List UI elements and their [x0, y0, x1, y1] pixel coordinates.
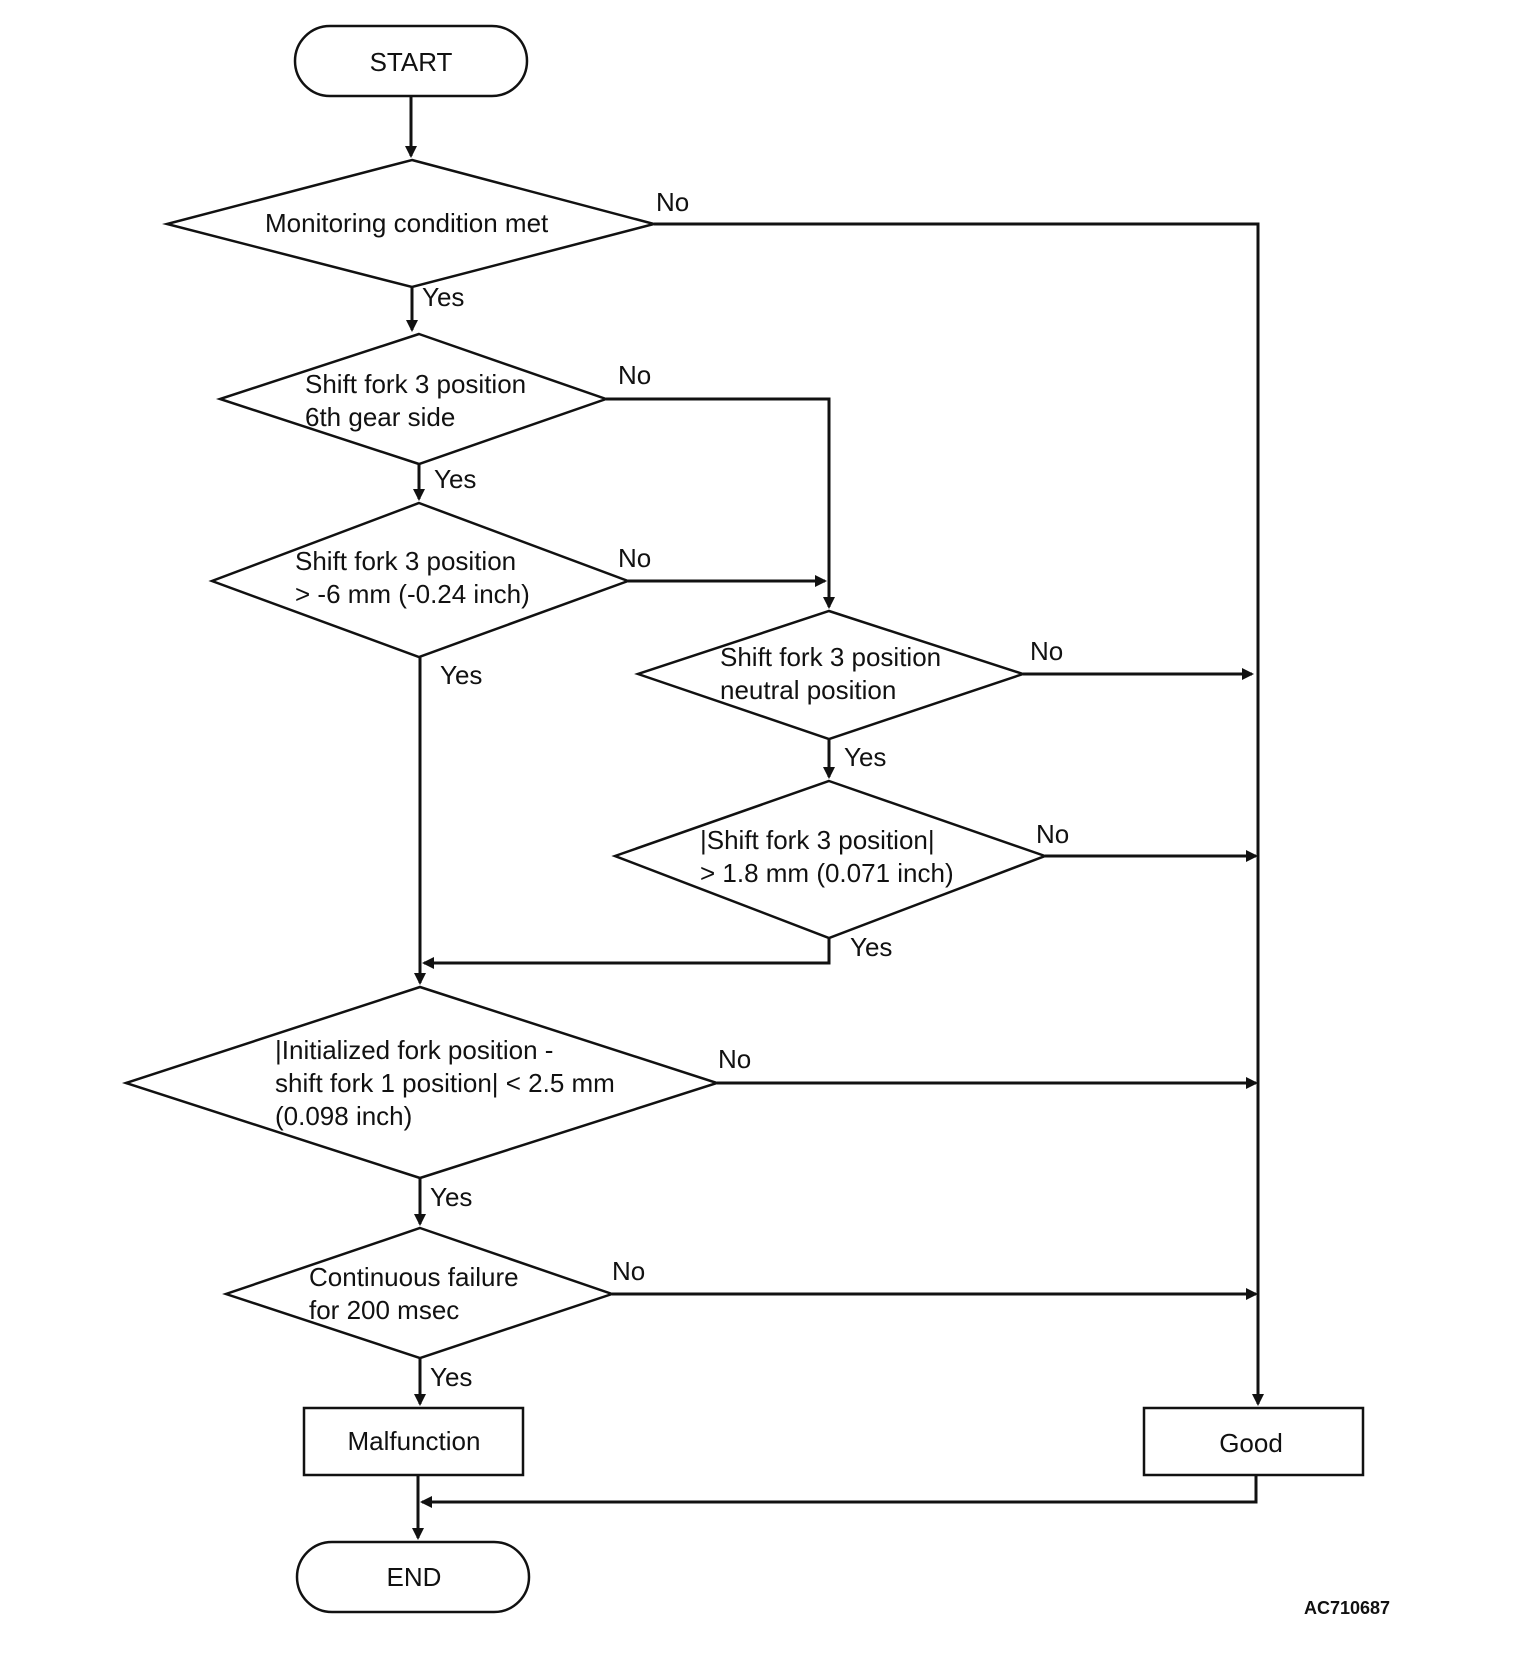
decision-continuous-text: Continuous failure for 200 msec: [309, 1262, 526, 1325]
label-abs-gt-no: No: [1036, 819, 1069, 849]
decision-initialized-text: |Initialized fork position - shift fork …: [275, 1035, 622, 1131]
label-gt-minus6-no: No: [618, 543, 651, 573]
decision-initialized-line-2: shift fork 1 position| < 2.5 mm: [275, 1068, 615, 1098]
decision-abs-gt-text: |Shift fork 3 position| > 1.8 mm (0.071 …: [700, 825, 954, 888]
label-monitoring-no: No: [656, 187, 689, 217]
label-neutral-yes: Yes: [844, 742, 886, 772]
decision-initialized-line-1: |Initialized fork position -: [275, 1035, 553, 1065]
good-label: Good: [1219, 1428, 1283, 1458]
end-label: END: [387, 1562, 442, 1592]
figure-id: AC710687: [1304, 1598, 1390, 1618]
label-continuous-no: No: [612, 1256, 645, 1286]
malfunction-box: [302, 1406, 525, 1477]
connector-6th-gear-no: [606, 397, 835, 609]
malfunction-label: Malfunction: [348, 1426, 481, 1456]
decision-abs-gt-line-1: |Shift fork 3 position|: [700, 825, 935, 855]
label-gt-minus6-yes: Yes: [440, 660, 482, 690]
decision-continuous-line-2: for 200 msec: [309, 1295, 459, 1325]
decision-initialized-line-3: (0.098 inch): [275, 1101, 412, 1131]
label-6th-gear-yes: Yes: [434, 464, 476, 494]
start-label: START: [370, 47, 453, 77]
decision-gt-minus6-line-1: Shift fork 3 position: [295, 546, 516, 576]
decision-neutral-line-1: Shift fork 3 position: [720, 642, 941, 672]
label-initialized-yes: Yes: [430, 1182, 472, 1212]
decision-neutral-line-2: neutral position: [720, 675, 896, 705]
label-initialized-no: No: [718, 1044, 751, 1074]
connector-abs-gt-yes: [422, 938, 831, 969]
label-monitoring-yes: Yes: [422, 282, 464, 312]
decision-continuous-line-1: Continuous failure: [309, 1262, 519, 1292]
decision-neutral-text: Shift fork 3 position neutral position: [720, 642, 948, 705]
connector-monitoring-no: [654, 222, 1264, 1406]
end-terminal: [295, 1540, 531, 1614]
decision-monitoring-text: Monitoring condition met: [265, 208, 549, 238]
decision-6th-gear-text: Shift fork 3 position 6th gear side: [305, 369, 533, 432]
decision-abs-gt-line-2: > 1.8 mm (0.071 inch): [700, 858, 954, 888]
decision-gt-minus6-line-2: > -6 mm (-0.24 inch): [295, 579, 530, 609]
decision-6th-gear-line-1: Shift fork 3 position: [305, 369, 526, 399]
decision-6th-gear: [215, 332, 610, 466]
decision-6th-gear-line-2: 6th gear side: [305, 402, 455, 432]
label-continuous-yes: Yes: [430, 1362, 472, 1392]
good-box: [1142, 1406, 1365, 1477]
decision-gt-minus6-text: Shift fork 3 position > -6 mm (-0.24 inc…: [295, 546, 530, 609]
label-abs-gt-yes: Yes: [850, 932, 892, 962]
label-neutral-no: No: [1030, 636, 1063, 666]
label-6th-gear-no: No: [618, 360, 651, 390]
decision-monitoring-line: Monitoring condition met: [265, 208, 549, 238]
decision-continuous: [222, 1226, 616, 1360]
connector-good-end: [420, 1475, 1258, 1508]
